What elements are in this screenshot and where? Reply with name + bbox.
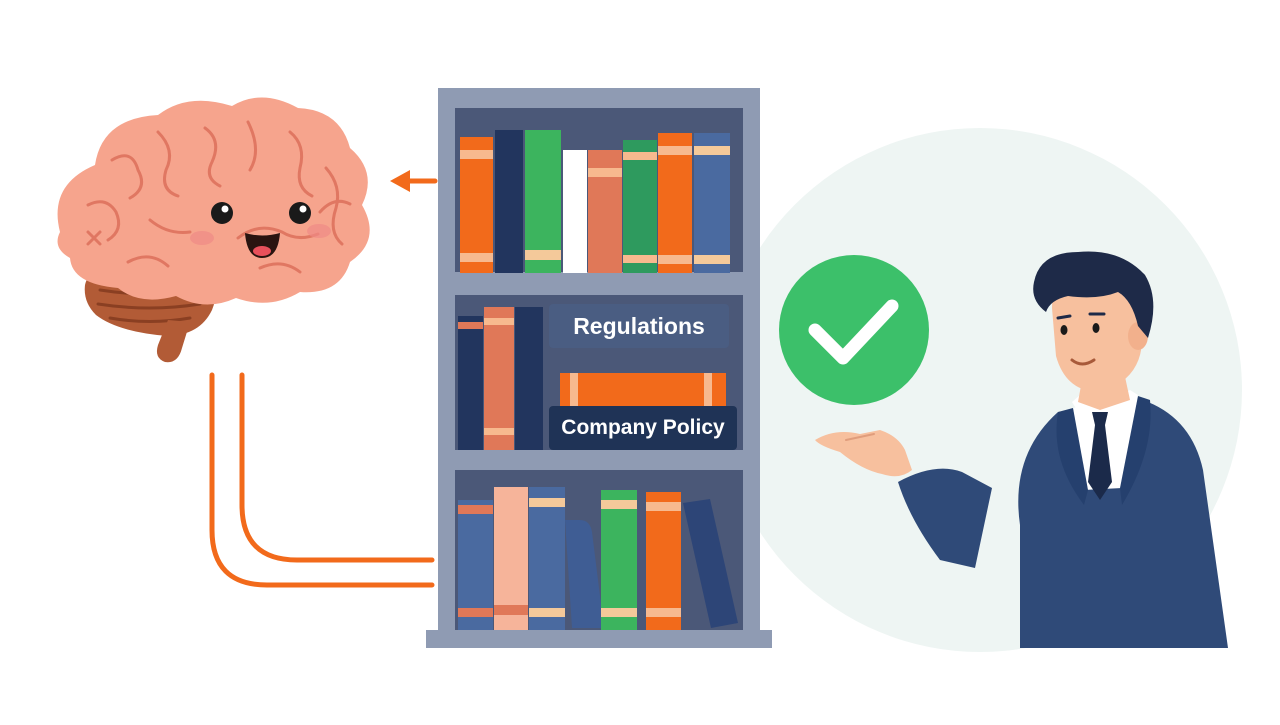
check-circle-icon <box>779 255 929 405</box>
connector-lines <box>209 372 435 588</box>
arrow-left-icon <box>390 170 438 192</box>
books-bottom-shelf <box>458 487 738 630</box>
books-middle-shelf <box>458 307 726 450</box>
brain-icon <box>57 97 370 363</box>
regulations-label: Regulations <box>549 304 729 348</box>
businessman-icon <box>815 251 1228 648</box>
company-policy-label: Company Policy <box>549 406 737 450</box>
books-top-shelf <box>460 130 730 273</box>
